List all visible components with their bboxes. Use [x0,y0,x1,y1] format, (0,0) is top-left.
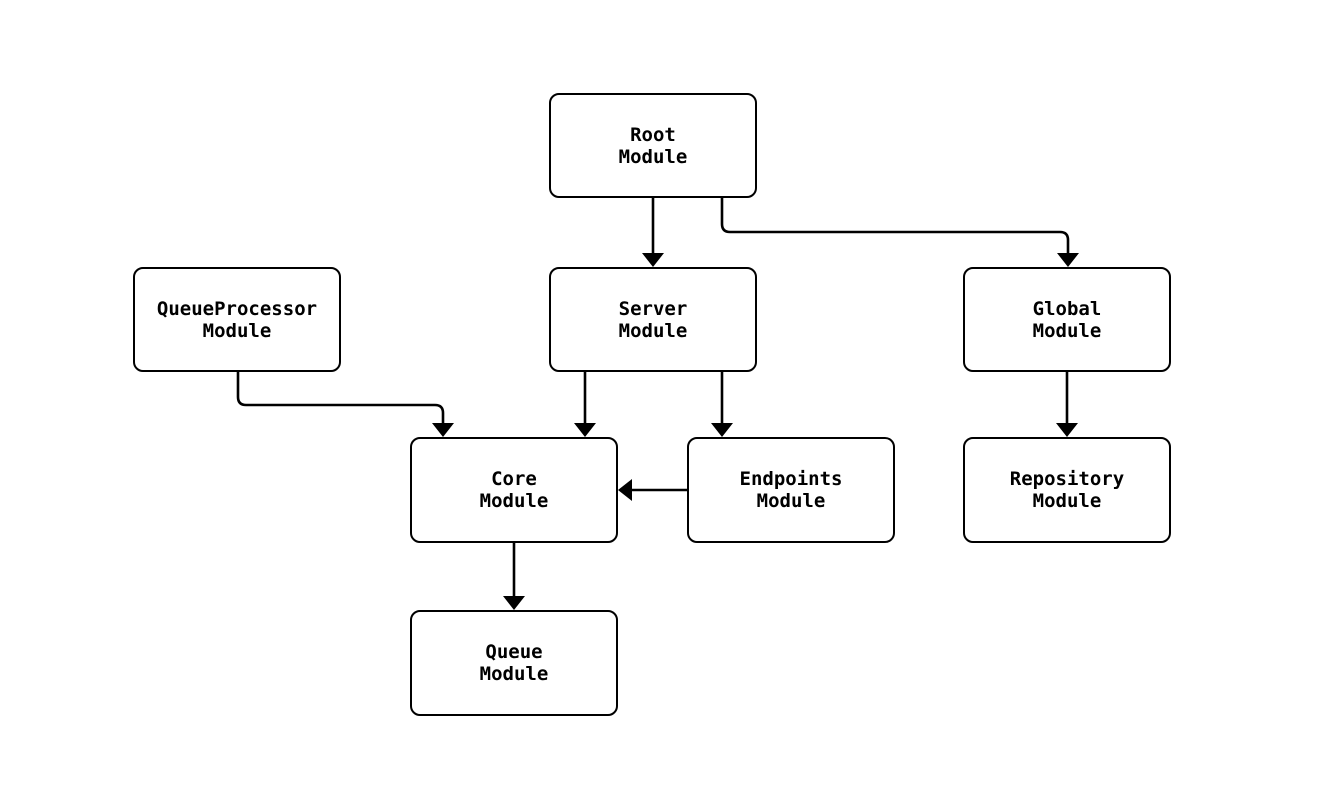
node-server-module: Server Module [549,267,757,372]
edge-queueprocessor-to-core-line [236,370,445,426]
edge-root-to-global-arrowhead [1057,253,1079,267]
node-server-module-label: Server Module [618,297,688,342]
edge-core-to-queue-arrowhead [503,596,525,610]
node-queue-module: Queue Module [410,610,618,716]
node-core-module: Core Module [410,437,618,543]
node-endpoints-module-label: Endpoints Module [739,468,843,512]
node-queueprocessor-module-label: QueueProcessor Module [156,297,318,342]
node-repository-module-label: Repository Module [1009,468,1125,512]
edge-server-to-core-arrowhead [574,423,596,437]
node-global-module-label: Global Module [1032,297,1102,342]
edge-global-to-repository-arrowhead [1056,423,1078,437]
node-root-module-label: Root Module [618,123,688,168]
edge-root-to-server-arrowhead [642,253,664,267]
edge-root-to-global-line [720,196,1070,256]
node-root-module: Root Module [549,93,757,198]
edge-queueprocessor-to-core-arrowhead [432,423,454,437]
node-queueprocessor-module: QueueProcessor Module [133,267,341,372]
node-global-module: Global Module [963,267,1171,372]
node-endpoints-module: Endpoints Module [687,437,895,543]
edge-server-to-endpoints-arrowhead [711,423,733,437]
node-repository-module: Repository Module [963,437,1171,543]
edge-endpoints-to-core-arrowhead [618,479,632,501]
node-core-module-label: Core Module [479,468,549,512]
node-queue-module-label: Queue Module [479,641,549,685]
